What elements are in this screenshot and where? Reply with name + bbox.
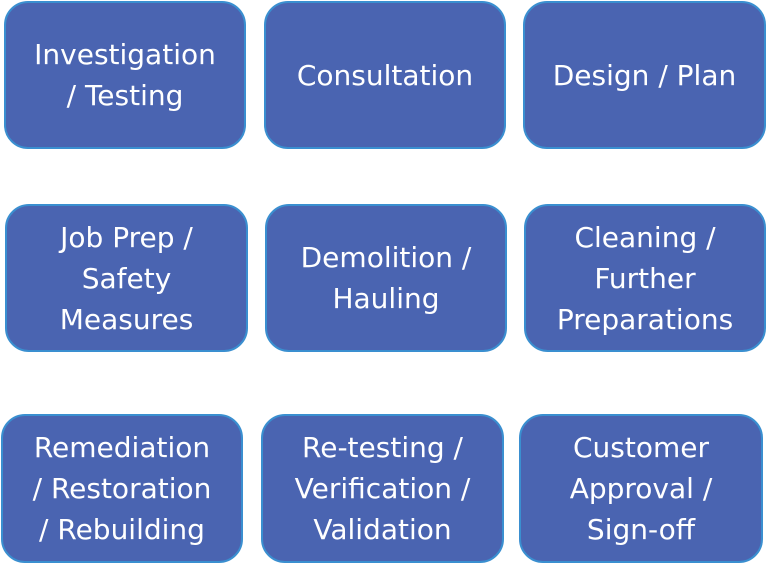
step-customer-approval: Customer Approval / Sign-off (519, 414, 763, 563)
step-demolition-hauling: Demolition / Hauling (265, 204, 507, 352)
step-label: Remediation / Restoration / Rebuilding (32, 431, 212, 546)
step-label: Consultation (296, 58, 474, 92)
step-label: Job Prep / Safety Measures (59, 220, 194, 336)
step-label: Cleaning / Further Preparations (556, 220, 734, 336)
step-label: Demolition / Hauling (300, 241, 472, 315)
step-label: Design / Plan (552, 58, 737, 92)
step-design-plan: Design / Plan (523, 1, 766, 149)
step-label: Re-testing / Verification / Validation (294, 431, 471, 546)
step-label: Customer Approval / Sign-off (569, 431, 713, 546)
step-retesting-verification: Re-testing / Verification / Validation (261, 414, 504, 563)
step-consultation: Consultation (264, 1, 506, 149)
step-job-prep-safety: Job Prep / Safety Measures (5, 204, 248, 352)
step-label: Investigation / Testing (34, 38, 216, 112)
step-remediation-restoration: Remediation / Restoration / Rebuilding (1, 414, 243, 563)
step-investigation-testing: Investigation / Testing (4, 1, 246, 149)
step-cleaning-preparations: Cleaning / Further Preparations (524, 204, 766, 352)
